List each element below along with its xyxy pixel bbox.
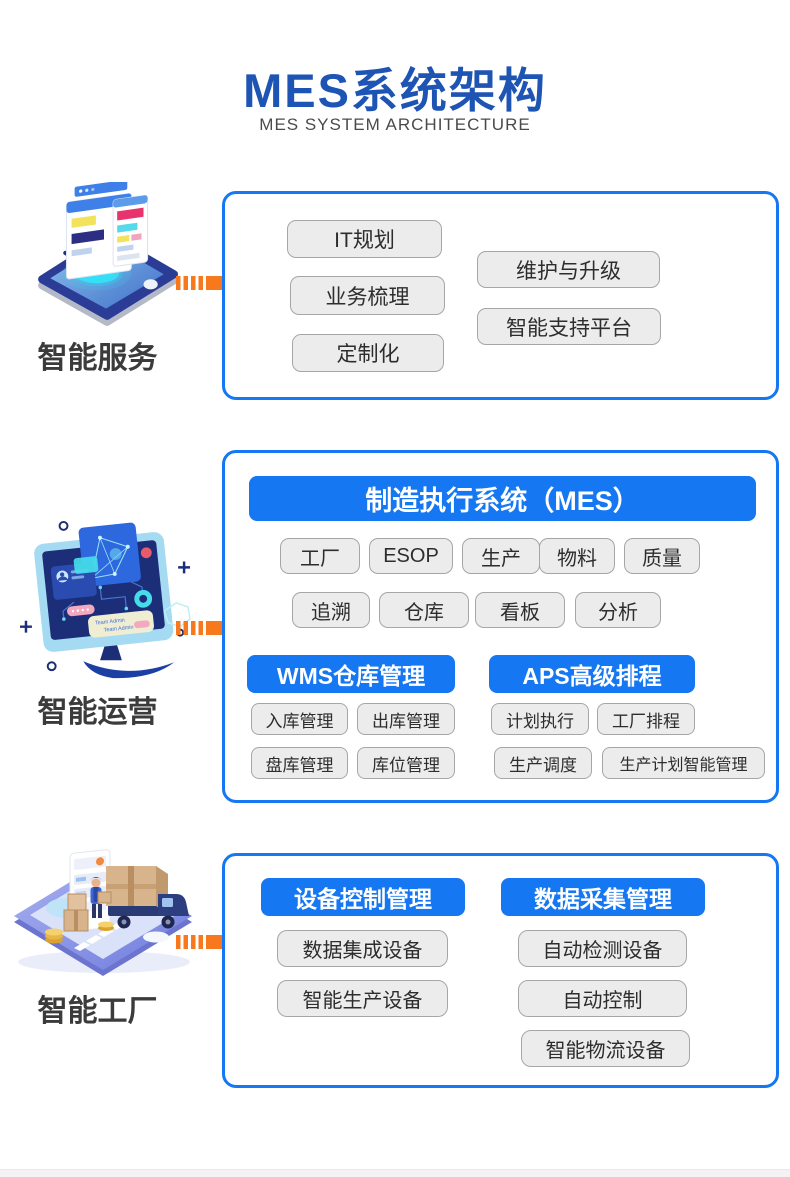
pill-inbound-management: 入库管理	[251, 703, 348, 735]
smart-operation-panel: 制造执行系统（MES） 工厂 ESOP 生产 物料 质量 追溯 仓库 看板 分析…	[222, 450, 779, 803]
page-subtitle: MES SYSTEM ARCHITECTURE	[259, 115, 531, 134]
pill-auto-control: 自动控制	[518, 980, 687, 1017]
pill-warehouse: 仓库	[379, 592, 469, 628]
pill-auto-inspection-device: 自动检测设备	[518, 930, 687, 967]
smart-factory-panel: 设备控制管理 数据采集管理 数据集成设备 智能生产设备 自动检测设备 自动控制 …	[222, 853, 779, 1088]
pill-data-integration-device: 数据集成设备	[277, 930, 448, 967]
pill-factory: 工厂	[280, 538, 360, 574]
monitor-network-illustration: Team Admin Team Admin	[20, 520, 191, 679]
smart-service-panel: IT规划 业务梳理 定制化 维护与升级 智能支持平台	[222, 191, 779, 400]
pill-stocktake-management: 盘库管理	[251, 747, 348, 779]
section-label-smart-operation: 智能运营	[37, 696, 158, 729]
pill-analysis: 分析	[575, 592, 661, 628]
data-collection-header-banner: 数据采集管理	[501, 878, 705, 916]
pill-material: 物料	[539, 538, 615, 574]
pill-esop: ESOP	[369, 538, 453, 574]
pill-factory-scheduling: 工厂排程	[597, 703, 695, 735]
smartphone-hologram-illustration	[38, 182, 178, 326]
pill-business-sorting: 业务梳理	[290, 276, 445, 315]
pill-intelligent-production-device: 智能生产设备	[277, 980, 448, 1017]
pill-kanban: 看板	[475, 592, 565, 628]
pill-it-planning: IT规划	[287, 220, 442, 258]
pill-production-dispatch: 生产调度	[494, 747, 592, 779]
mes-header-banner: 制造执行系统（MES）	[249, 476, 756, 521]
section-label-smart-service: 智能服务	[37, 342, 158, 375]
pill-location-management: 库位管理	[357, 747, 455, 779]
pill-plan-execution: 计划执行	[491, 703, 589, 735]
pill-maintenance-upgrade: 维护与升级	[477, 251, 660, 288]
page-title: MES系统架构	[243, 64, 547, 117]
bottom-edge-strip	[0, 1169, 790, 1177]
pill-production: 生产	[462, 538, 540, 574]
pill-outbound-management: 出库管理	[357, 703, 455, 735]
pill-quality: 质量	[624, 538, 700, 574]
logistics-truck-illustration	[14, 849, 192, 976]
aps-header-banner: APS高级排程	[489, 655, 695, 693]
pill-production-plan-intelligent-mgmt: 生产计划智能管理	[602, 747, 765, 779]
device-control-header-banner: 设备控制管理	[261, 878, 465, 916]
chat-line-1: Team Admin	[95, 618, 125, 627]
wms-header-banner: WMS仓库管理	[247, 655, 455, 693]
pill-intelligent-logistics-device: 智能物流设备	[521, 1030, 690, 1067]
pill-traceability: 追溯	[292, 592, 370, 628]
section-label-smart-factory: 智能工厂	[37, 995, 158, 1028]
pill-intelligent-support-platform: 智能支持平台	[477, 308, 661, 345]
chat-line-2: Team Admin	[104, 625, 134, 634]
pill-customization: 定制化	[292, 334, 444, 372]
